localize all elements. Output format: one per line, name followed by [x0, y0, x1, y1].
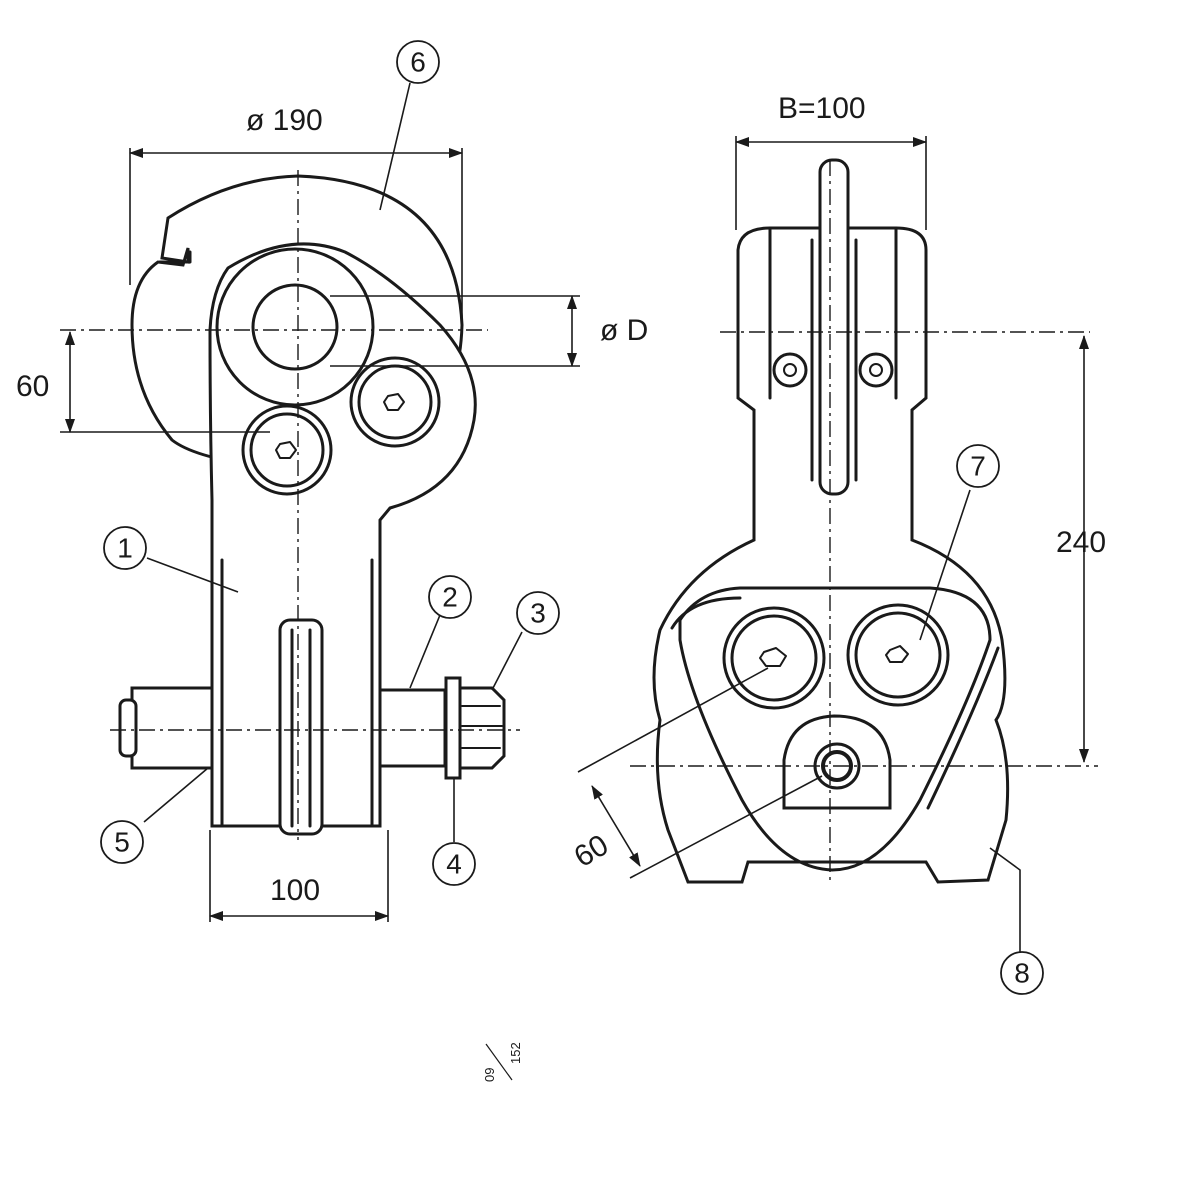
washer: [444, 676, 462, 780]
dim-width-b: B=100: [778, 92, 866, 125]
callout-8: 8: [1000, 951, 1044, 995]
rope-loop: [678, 586, 992, 872]
svg-text:5: 5: [114, 827, 130, 858]
left-view: [60, 82, 580, 922]
rope-bore: [251, 283, 339, 371]
svg-text:1: 1: [117, 533, 133, 564]
svg-text:4: 4: [446, 849, 462, 880]
drawing-code: 09 152: [482, 1042, 523, 1082]
side-plate: [208, 242, 477, 828]
roller-lower: [241, 404, 333, 496]
svg-text:6: 6: [410, 47, 426, 78]
main-sheave: [215, 247, 375, 407]
callout-1: 1: [103, 526, 147, 570]
svg-text:8: 8: [1014, 958, 1030, 989]
center-plate: [278, 618, 324, 836]
bottom-bolt-block: [782, 714, 892, 810]
head-block: [652, 226, 1010, 884]
callout-5: 5: [100, 820, 144, 864]
svg-text:7: 7: [970, 451, 986, 482]
svg-text:152: 152: [508, 1042, 523, 1064]
dim-diameter-d: ø D: [600, 314, 648, 347]
hanger-plate: [818, 158, 850, 496]
roller-right: [846, 603, 950, 707]
dim-height-240: 240: [1056, 526, 1106, 559]
callout-6: 6: [396, 40, 440, 84]
callout-3: 3: [516, 591, 560, 635]
roller-left: [722, 606, 826, 710]
callout-2: 2: [428, 575, 472, 619]
svg-text:2: 2: [442, 582, 458, 613]
svg-text:3: 3: [530, 598, 546, 629]
svg-text:09: 09: [482, 1068, 497, 1082]
dim-diameter-190: ø 190: [246, 104, 323, 137]
dim-offset-60: 60: [16, 370, 49, 403]
dim-width-100: 100: [270, 874, 320, 907]
roller-upper: [349, 356, 441, 448]
dim-diagonal-60: 60: [569, 829, 615, 874]
callout-4: 4: [432, 842, 476, 886]
nut: [458, 686, 506, 770]
callout-7: 7: [956, 444, 1000, 488]
right-view: [577, 136, 1098, 952]
bolt-shaft: [130, 686, 214, 770]
